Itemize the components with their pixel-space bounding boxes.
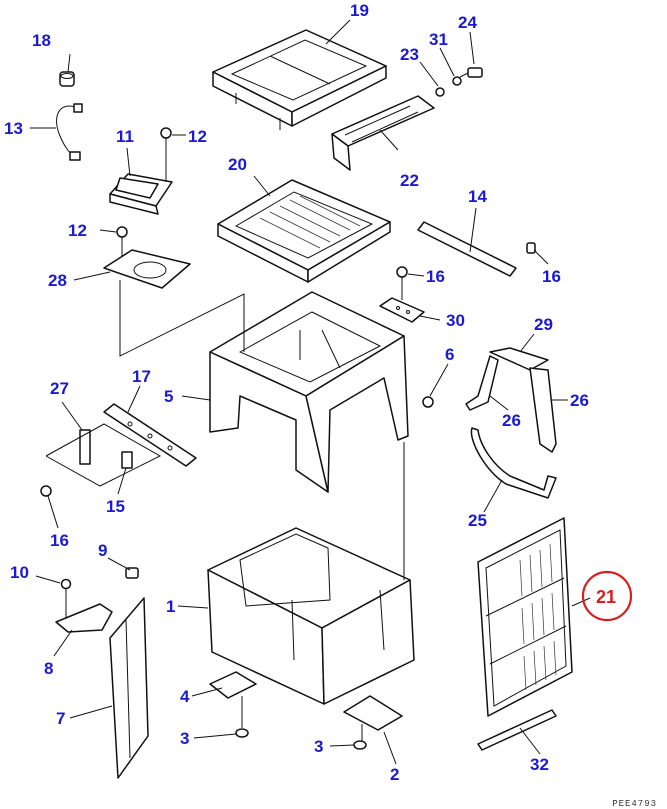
callout-4: 4: [180, 687, 190, 706]
callout-24: 24: [458, 13, 477, 32]
callout-16-c: 16: [50, 531, 69, 550]
part-9-nut: [125, 567, 139, 579]
part-24-bolt: [459, 67, 483, 78]
callout-6: 6: [445, 345, 454, 364]
part-4-bracket: [209, 671, 257, 728]
callout-12-b: 12: [68, 221, 87, 240]
callout-29: 29: [534, 315, 553, 334]
part-23-nut: [435, 87, 445, 97]
part-20-filter-tray: [217, 179, 391, 283]
part-25-bracket: [470, 427, 557, 499]
part-14-strip: [417, 221, 517, 277]
part-22-bracket: [331, 95, 435, 171]
part-16-screw-c: [40, 485, 52, 497]
highlight-part-21: 21: [581, 570, 633, 622]
callout-32: 32: [530, 755, 549, 774]
callout-13: 13: [4, 119, 23, 138]
callout-3-b: 3: [314, 737, 323, 756]
callout-leaders: [30, 19, 591, 765]
callout-26-a: 26: [502, 411, 521, 430]
callout-20: 20: [228, 155, 247, 174]
callout-22: 22: [400, 171, 419, 190]
part-16-screw-a: [526, 242, 536, 254]
part-3-nut-b: [353, 740, 367, 750]
part-7-side-panel: [109, 597, 149, 779]
part-30-plate: [379, 297, 425, 323]
callout-19: 19: [350, 1, 369, 20]
part-10-nut: [60, 578, 72, 618]
part-12-screw-b: [116, 226, 128, 258]
callout-10: 10: [10, 563, 29, 582]
part-21-air-filter: [477, 517, 573, 717]
part-27-clip: [79, 429, 91, 465]
callout-12-a: 12: [188, 127, 207, 146]
callout-7: 7: [56, 709, 65, 728]
document-code: PEE4793: [612, 799, 657, 809]
filter-pleats: [519, 543, 557, 691]
part-5-upper-case: [209, 291, 409, 493]
part-31-washer: [452, 76, 462, 86]
part-16-screw-b: [396, 266, 408, 300]
callout-5: 5: [164, 387, 173, 406]
part-26-bracket-a: [465, 355, 499, 411]
callout-30: 30: [446, 311, 465, 330]
callout-25: 25: [468, 511, 487, 530]
part-18-grommet: [59, 71, 75, 87]
callout-31: 31: [429, 30, 448, 49]
part-28-gasket: [103, 249, 245, 357]
part-32-seal-strip: [477, 709, 557, 751]
callout-8: 8: [44, 659, 53, 678]
callout-21: 21: [596, 587, 616, 607]
part-19-top-frame: [212, 29, 387, 130]
highlight-ring: [581, 570, 633, 622]
callout-16-a: 16: [542, 267, 561, 286]
part-8-bracket: [55, 603, 113, 633]
part-17-bracket: [103, 403, 197, 467]
panel-outline: [45, 423, 162, 487]
callout-15: 15: [106, 497, 125, 516]
callout-11: 11: [116, 127, 134, 146]
tray-mesh: [259, 195, 361, 249]
callout-23: 23: [400, 45, 419, 64]
part-29-clamp: [489, 347, 549, 371]
callout-28: 28: [48, 271, 67, 290]
part-15-clip: [121, 451, 133, 469]
part-3-nut-a: [235, 728, 249, 738]
callout-27: 27: [50, 379, 69, 398]
part-2-bracket: [343, 695, 403, 742]
callout-26-b: 26: [570, 391, 589, 410]
part-13-harness: [56, 103, 83, 161]
callout-14: 14: [468, 187, 487, 206]
part-1-lower-case: [207, 527, 415, 705]
callout-9: 9: [98, 541, 107, 560]
callout-2: 2: [390, 765, 399, 784]
callout-3-a: 3: [180, 729, 189, 748]
callout-16-b: 16: [426, 267, 445, 286]
callout-1: 1: [166, 597, 175, 616]
part-26-bracket-b: [529, 367, 557, 453]
part-12-screw-a: [160, 127, 172, 182]
callout-18: 18: [32, 31, 51, 50]
callout-labels: 19 24 31 23 18 13 11 12 22 20 14 12 16 2…: [4, 1, 589, 784]
part-6-bolt: [422, 396, 434, 408]
part-11-control-unit: [109, 173, 173, 215]
callout-17: 17: [132, 367, 151, 386]
